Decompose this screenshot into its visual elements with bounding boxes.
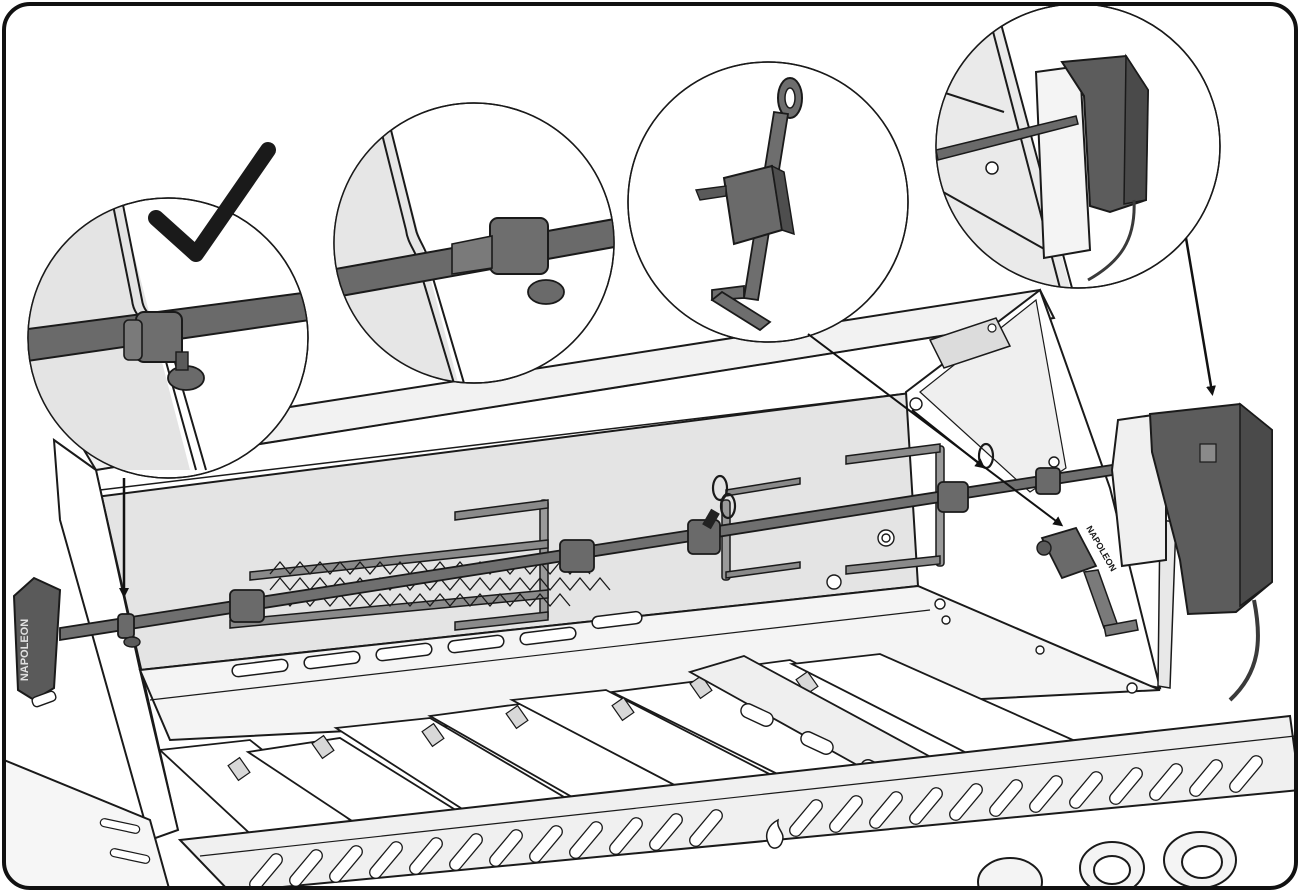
callout-detail-correct-seat (27, 197, 309, 479)
control-knobs (977, 831, 1237, 888)
check-icon (148, 142, 276, 262)
motor-icon (1110, 402, 1273, 702)
leader-arrows (807, 333, 1064, 527)
counterweight (1036, 526, 1139, 637)
spit-handle: NAPOLEON (12, 576, 62, 702)
bolts (826, 397, 1138, 694)
callout-detail-counterweight (627, 61, 909, 343)
spit-collars (117, 467, 1061, 639)
meat-fork-left (229, 499, 549, 631)
panel-slots (231, 610, 643, 678)
grill-scene: NAPOLEON NAPOLEON (4, 288, 1296, 888)
callout-detail-motor-bracket (935, 3, 1221, 289)
spacer-pin (31, 690, 57, 708)
arrow-down-icon (119, 237, 1216, 598)
meat-fork-right (721, 477, 801, 581)
spare-fork (845, 443, 945, 575)
handle-brand-text: NAPOLEON (19, 619, 31, 681)
control-panel (177, 714, 1296, 888)
callout-detail-thumbscrew (333, 102, 615, 384)
spit-chain (711, 442, 995, 520)
vent-slots (249, 755, 1263, 888)
flame-logo-icon (766, 818, 784, 849)
